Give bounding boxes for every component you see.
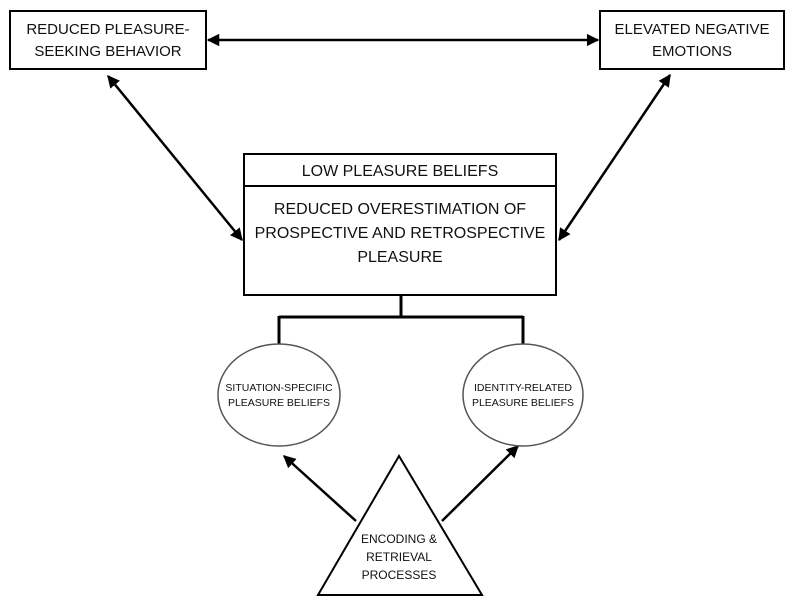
node-low-pleasure-beliefs-line-2: PROSPECTIVE AND RETROSPECTIVE [255,225,546,242]
node-elevated-negative-emotions: ELEVATED NEGATIVE EMOTIONS [599,10,785,70]
node-low-pleasure-beliefs-line-3: PLEASURE [357,249,442,266]
node-situation-specific-line-1: SITUATION-SPECIFIC [225,382,333,394]
node-identity-related: IDENTITY-RELATED PLEASURE BELIEFS [462,343,584,447]
node-encoding-retrieval-line-2: RETRIEVAL [366,550,432,564]
node-elevated-negative-emotions-line-2: EMOTIONS [652,43,732,60]
edge-encoding-to-identity-related [441,445,519,522]
edge-pleasure-seeking-to-low-beliefs [107,75,243,241]
edge-negative-emotions-to-low-beliefs [557,73,672,242]
node-situation-specific-line-2: PLEASURE BELIEFS [228,397,330,409]
node-low-pleasure-beliefs-title: LOW PLEASURE BELIEFS [302,163,499,180]
node-encoding-retrieval-line-3: PROCESSES [362,568,437,582]
edge-encoding-to-situation-specific [283,455,357,522]
node-low-pleasure-beliefs: LOW PLEASURE BELIEFS REDUCED OVERESTIMAT… [243,153,557,296]
edge-low-beliefs-to-ellipses [277,295,525,345]
node-encoding-retrieval-line-1: ENCODING & [361,532,437,546]
node-reduced-pleasure-seeking-line-1: REDUCED PLEASURE- [26,21,189,38]
node-identity-related-line-1: IDENTITY-RELATED [474,382,572,394]
node-elevated-negative-emotions-line-1: ELEVATED NEGATIVE [614,21,769,38]
node-low-pleasure-beliefs-line-1: REDUCED OVERESTIMATION OF [274,201,526,218]
node-identity-related-line-2: PLEASURE BELIEFS [472,397,574,409]
node-reduced-pleasure-seeking-line-2: SEEKING BEHAVIOR [34,43,181,60]
node-encoding-retrieval: ENCODING & RETRIEVAL PROCESSES [316,454,484,596]
node-reduced-pleasure-seeking: REDUCED PLEASURE- SEEKING BEHAVIOR [9,10,207,70]
node-situation-specific: SITUATION-SPECIFIC PLEASURE BELIEFS [217,343,341,447]
